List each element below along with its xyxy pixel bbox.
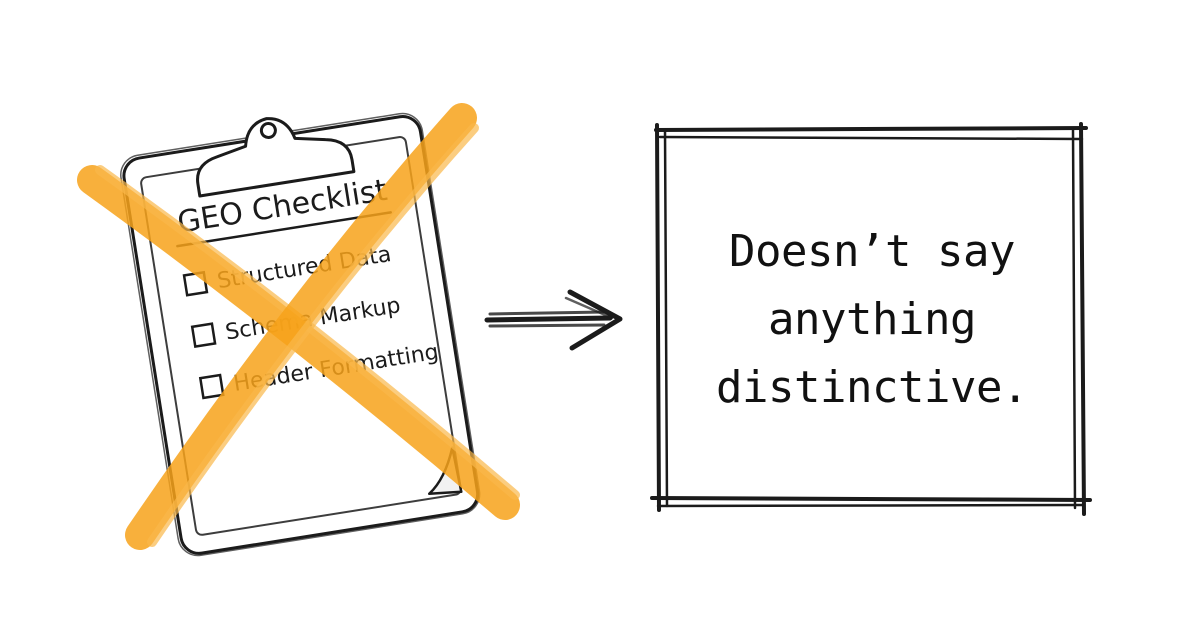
checkbox-icon [198,373,225,400]
x-mark-icon [77,103,520,550]
message-text: Doesn’t say anything distinctive. [668,140,1076,500]
checkbox-icon [190,322,217,349]
message-line: distinctive. [716,362,1028,413]
message-box-frame [650,122,1092,516]
message-line: Doesn’t say [729,226,1015,277]
arrow-right-icon [484,289,623,351]
message-line: anything [768,294,976,345]
